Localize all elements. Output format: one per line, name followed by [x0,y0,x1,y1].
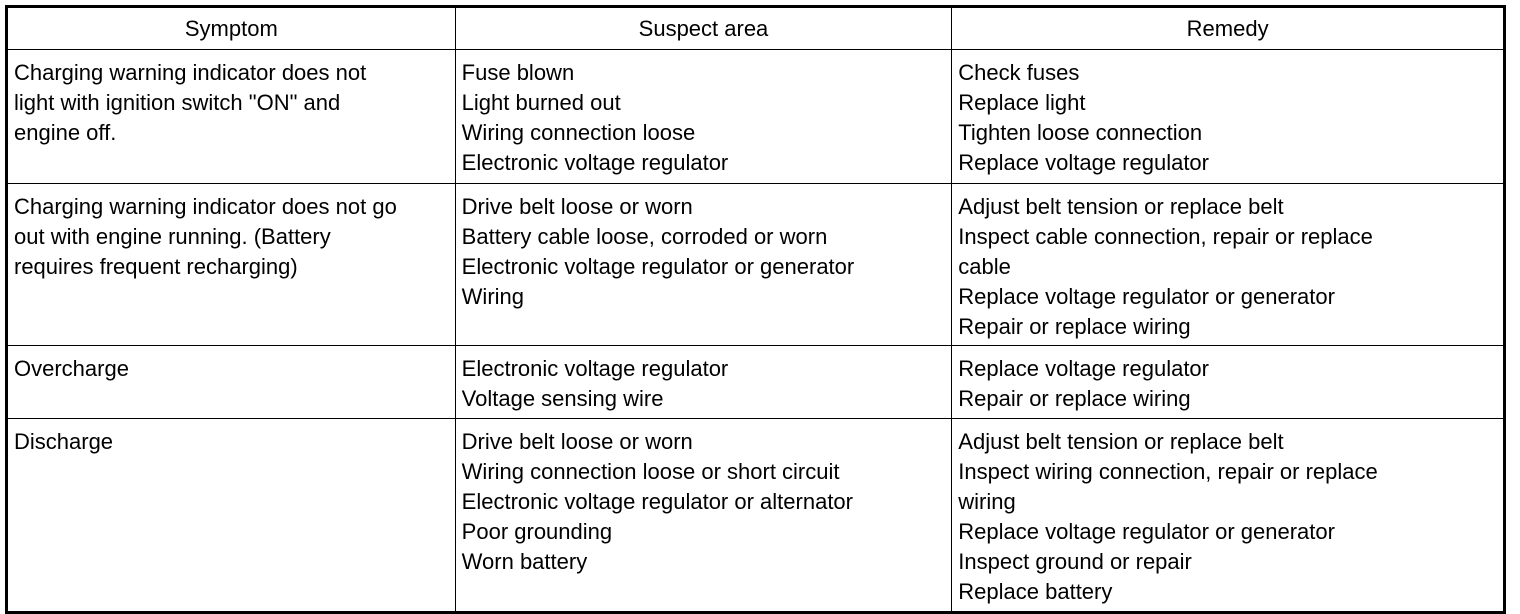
cell-line: Adjust belt tension or replace belt [958,429,1284,454]
cell-line: Inspect ground or repair [958,549,1192,574]
cell-line: Inspect wiring connection, repair or rep… [958,459,1378,484]
suspect-area-cell: Electronic voltage regulator Voltage sen… [454,345,953,419]
cell-line: Replace battery [958,579,1113,604]
cell-line: Worn battery [461,549,588,574]
header-remedy: Remedy [951,6,1505,50]
table-row: Overcharge Electronic voltage regulator … [6,345,1505,419]
cell-line: Overcharge [14,356,129,381]
remedy-cell: Adjust belt tension or replace belt Insp… [951,418,1505,613]
cell-line: Charging warning indicator does not go [14,194,397,219]
troubleshooting-table: Symptom Suspect area Remedy Charging war… [5,5,1506,614]
cell-line: Charging warning indicator does not [14,60,367,85]
cell-line: Wiring connection loose [461,120,696,145]
cell-line: Replace voltage regulator [958,150,1209,175]
table-header-row: Symptom Suspect area Remedy [6,6,1505,50]
cell-line: Check fuses [958,60,1080,85]
cell-line: Inspect cable connection, repair or repl… [958,224,1373,249]
symptom-cell: Discharge [6,418,456,613]
cell-line: Poor grounding [461,519,613,544]
cell-line: Fuse blown [461,60,575,85]
remedy-cell: Check fuses Replace light Tighten loose … [951,49,1505,184]
cell-line: Electronic voltage regulator or generato… [461,254,855,279]
remedy-cell: Replace voltage regulator Repair or repl… [951,345,1505,419]
cell-line: Drive belt loose or worn [461,429,693,454]
symptom-cell: Charging warning indicator does not go o… [6,183,456,346]
table-row: Charging warning indicator does not ligh… [6,49,1505,184]
cell-line: cable [958,254,1011,279]
cell-line: Replace voltage regulator [958,356,1209,381]
troubleshooting-table-container: Symptom Suspect area Remedy Charging war… [5,5,1506,614]
symptom-cell: Overcharge [6,345,456,419]
header-suspect-area: Suspect area [454,6,953,50]
suspect-area-cell: Fuse blown Light burned out Wiring conne… [454,49,953,184]
suspect-area-cell: Drive belt loose or worn Wiring connecti… [454,418,953,613]
cell-line: Wiring [461,284,525,309]
cell-line: Repair or replace wiring [958,314,1191,339]
cell-line: Discharge [14,429,114,454]
remedy-cell: Adjust belt tension or replace belt Insp… [951,183,1505,346]
cell-line: Electronic voltage regulator or alternat… [461,489,853,514]
cell-line: Replace voltage regulator or generator [958,284,1335,309]
cell-line: requires frequent recharging) [14,254,298,279]
header-symptom: Symptom [6,6,456,50]
symptom-cell: Charging warning indicator does not ligh… [6,49,456,184]
cell-line: Repair or replace wiring [958,386,1191,411]
cell-line: Electronic voltage regulator [461,356,729,381]
cell-line: Tighten loose connection [958,120,1203,145]
cell-line: engine off. [14,120,117,145]
cell-line: Battery cable loose, corroded or worn [461,224,828,249]
cell-line: light with ignition switch "ON" and [14,90,341,115]
cell-line: Light burned out [461,90,621,115]
cell-line: Replace light [958,90,1086,115]
cell-line: Adjust belt tension or replace belt [958,194,1284,219]
cell-line: out with engine running. (Battery [14,224,331,249]
suspect-area-cell: Drive belt loose or worn Battery cable l… [454,183,953,346]
cell-line: wiring [958,489,1016,514]
table-row: Discharge Drive belt loose or worn Wirin… [6,418,1505,613]
cell-line: Voltage sensing wire [461,386,664,411]
cell-line: Drive belt loose or worn [461,194,693,219]
cell-line: Wiring connection loose or short circuit [461,459,840,484]
table-row: Charging warning indicator does not go o… [6,183,1505,346]
cell-line: Electronic voltage regulator [461,150,729,175]
cell-line: Replace voltage regulator or generator [958,519,1335,544]
